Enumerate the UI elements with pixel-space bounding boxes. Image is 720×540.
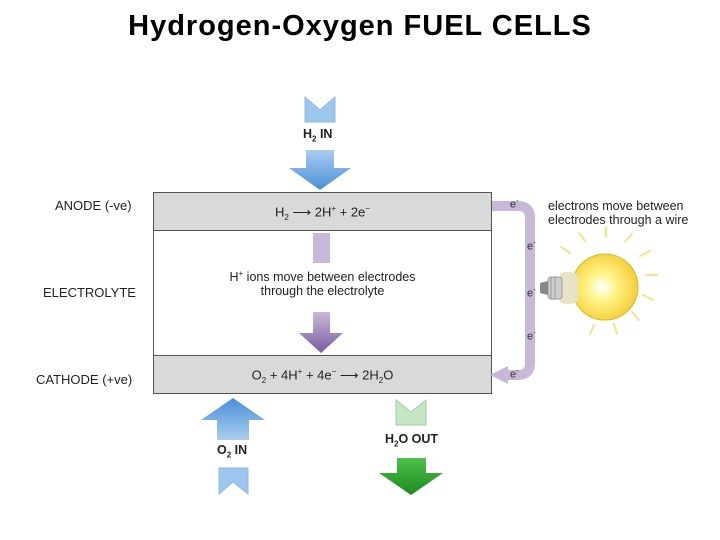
electron-label: e- (510, 366, 519, 381)
electron-label: e- (527, 328, 536, 343)
anode-band (153, 192, 492, 231)
electron-label: e- (510, 196, 519, 211)
anode-label: ANODE (-ve) (55, 198, 132, 213)
h2-in-notch (304, 95, 336, 123)
cathode-reaction: O2 + 4H+ + 4e− ⟶ 2H2O (251, 367, 394, 385)
h2o-out-arrow (379, 458, 443, 495)
electron-label: e- (527, 238, 536, 253)
h2o-out-label: H2O OUT (385, 432, 439, 449)
page-title: Hydrogen-Oxygen FUEL CELLS (128, 10, 592, 42)
ion-arrow (299, 233, 343, 353)
o2-up-arrow (201, 398, 265, 440)
o2-in-label: O2 IN (217, 443, 248, 460)
electron-wire (490, 201, 535, 384)
anode-reaction: H2 ⟶ 2H+ + 2e− (275, 204, 370, 222)
o2-in-notch (218, 467, 249, 496)
cathode-band (153, 355, 492, 394)
light-bulb-icon (540, 253, 639, 321)
h2-down-arrow (289, 150, 351, 190)
electron-label: e- (527, 285, 536, 300)
h2o-out-notch (395, 398, 427, 426)
electrolyte-label: ELECTROLYTE (43, 285, 136, 300)
cathode-label: CATHODE (+ve) (36, 372, 133, 387)
bulb-rays (560, 226, 658, 335)
ion-text: H+ ions move between electrodes through … (229, 269, 416, 299)
h2-in-label: H2 IN (303, 127, 333, 144)
wire-text: electrons move between electrodes throug… (548, 199, 689, 227)
